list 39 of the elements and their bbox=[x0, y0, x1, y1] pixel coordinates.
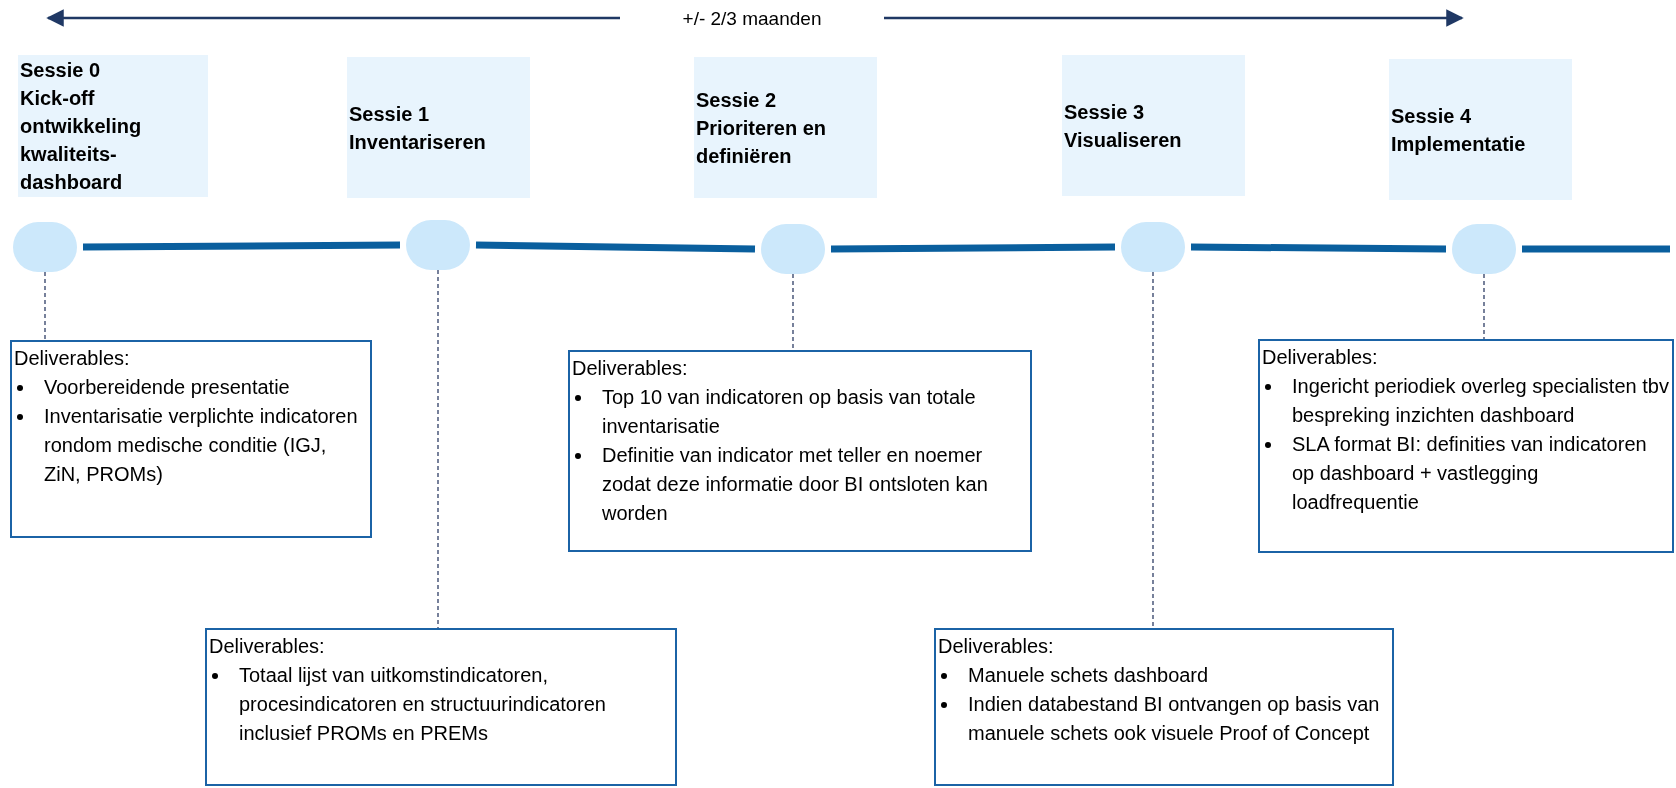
deliverables-heading: Deliverables: bbox=[14, 346, 131, 371]
session-number: Sessie 1 bbox=[349, 101, 431, 127]
deliverable-item: Top 10 van indicatoren op basis van totale inventarisatie bbox=[602, 385, 977, 439]
deliverables-heading: Deliverables: bbox=[209, 634, 326, 659]
deliverables-heading: Deliverables: bbox=[1262, 345, 1379, 370]
timeline-bar bbox=[475, 241, 756, 253]
session-title: Kick-off ontwikkeling kwaliteits-dashboard bbox=[20, 86, 143, 195]
session-title: Inventariseren bbox=[349, 129, 487, 155]
deliverables-heading: Deliverables: bbox=[938, 634, 1055, 659]
timeline-bar bbox=[82, 241, 401, 251]
session-title: Visualiseren bbox=[1064, 127, 1183, 153]
timeline-bar bbox=[830, 243, 1116, 253]
duration-label: +/- 2/3 maanden bbox=[681, 7, 823, 31]
leader-line bbox=[1152, 271, 1154, 629]
deliverable-item: Voorbereidende presentatie bbox=[44, 375, 290, 400]
session-title: Implementatie bbox=[1391, 131, 1527, 157]
deliverables-box bbox=[205, 628, 677, 786]
session-number: Sessie 2 bbox=[696, 87, 778, 113]
deliverable-item: Totaal lijst van uitkomstindicatoren, procesindicatoren en structuurindicatoren inclusief PROMs en PREMs bbox=[239, 663, 607, 746]
deliverable-item: Definitie van indicator met teller en noemer zodat deze informatie door BI ontsloten kan worden bbox=[602, 443, 989, 526]
deliverable-item: Ingericht periodiek overleg specialisten tbv bespreking inzichten dashboard bbox=[1292, 374, 1670, 428]
leader-line bbox=[1483, 273, 1485, 340]
deliverable-item: Indien databestand BI ontvangen op basis van manuele schets ook visuele Proof of Concept bbox=[968, 692, 1381, 746]
deliverable-item: SLA format BI: definities van indicatoren op dashboard + vastlegging loadfrequentie bbox=[1292, 432, 1648, 515]
timeline-bar bbox=[1190, 243, 1447, 253]
deliverables-box bbox=[568, 350, 1032, 552]
deliverables-heading: Deliverables: bbox=[572, 356, 689, 381]
deliverables-box bbox=[10, 340, 372, 538]
deliverable-item: Inventarisatie verplichte indicatoren rondom medische conditie (IGJ, ZiN, PROMs) bbox=[44, 404, 359, 487]
leader-line bbox=[792, 273, 794, 351]
deliverables-box bbox=[1258, 339, 1674, 553]
deliverable-item: Manuele schets dashboard bbox=[968, 663, 1209, 688]
leader-line bbox=[437, 269, 439, 629]
leader-line bbox=[44, 271, 46, 341]
session-number: Sessie 4 bbox=[1391, 103, 1473, 129]
deliverables-box bbox=[934, 628, 1394, 786]
session-number: Sessie 0 bbox=[20, 58, 102, 83]
session-number: Sessie 3 bbox=[1064, 99, 1146, 125]
session-title: Prioriteren en definiëren bbox=[696, 115, 828, 169]
